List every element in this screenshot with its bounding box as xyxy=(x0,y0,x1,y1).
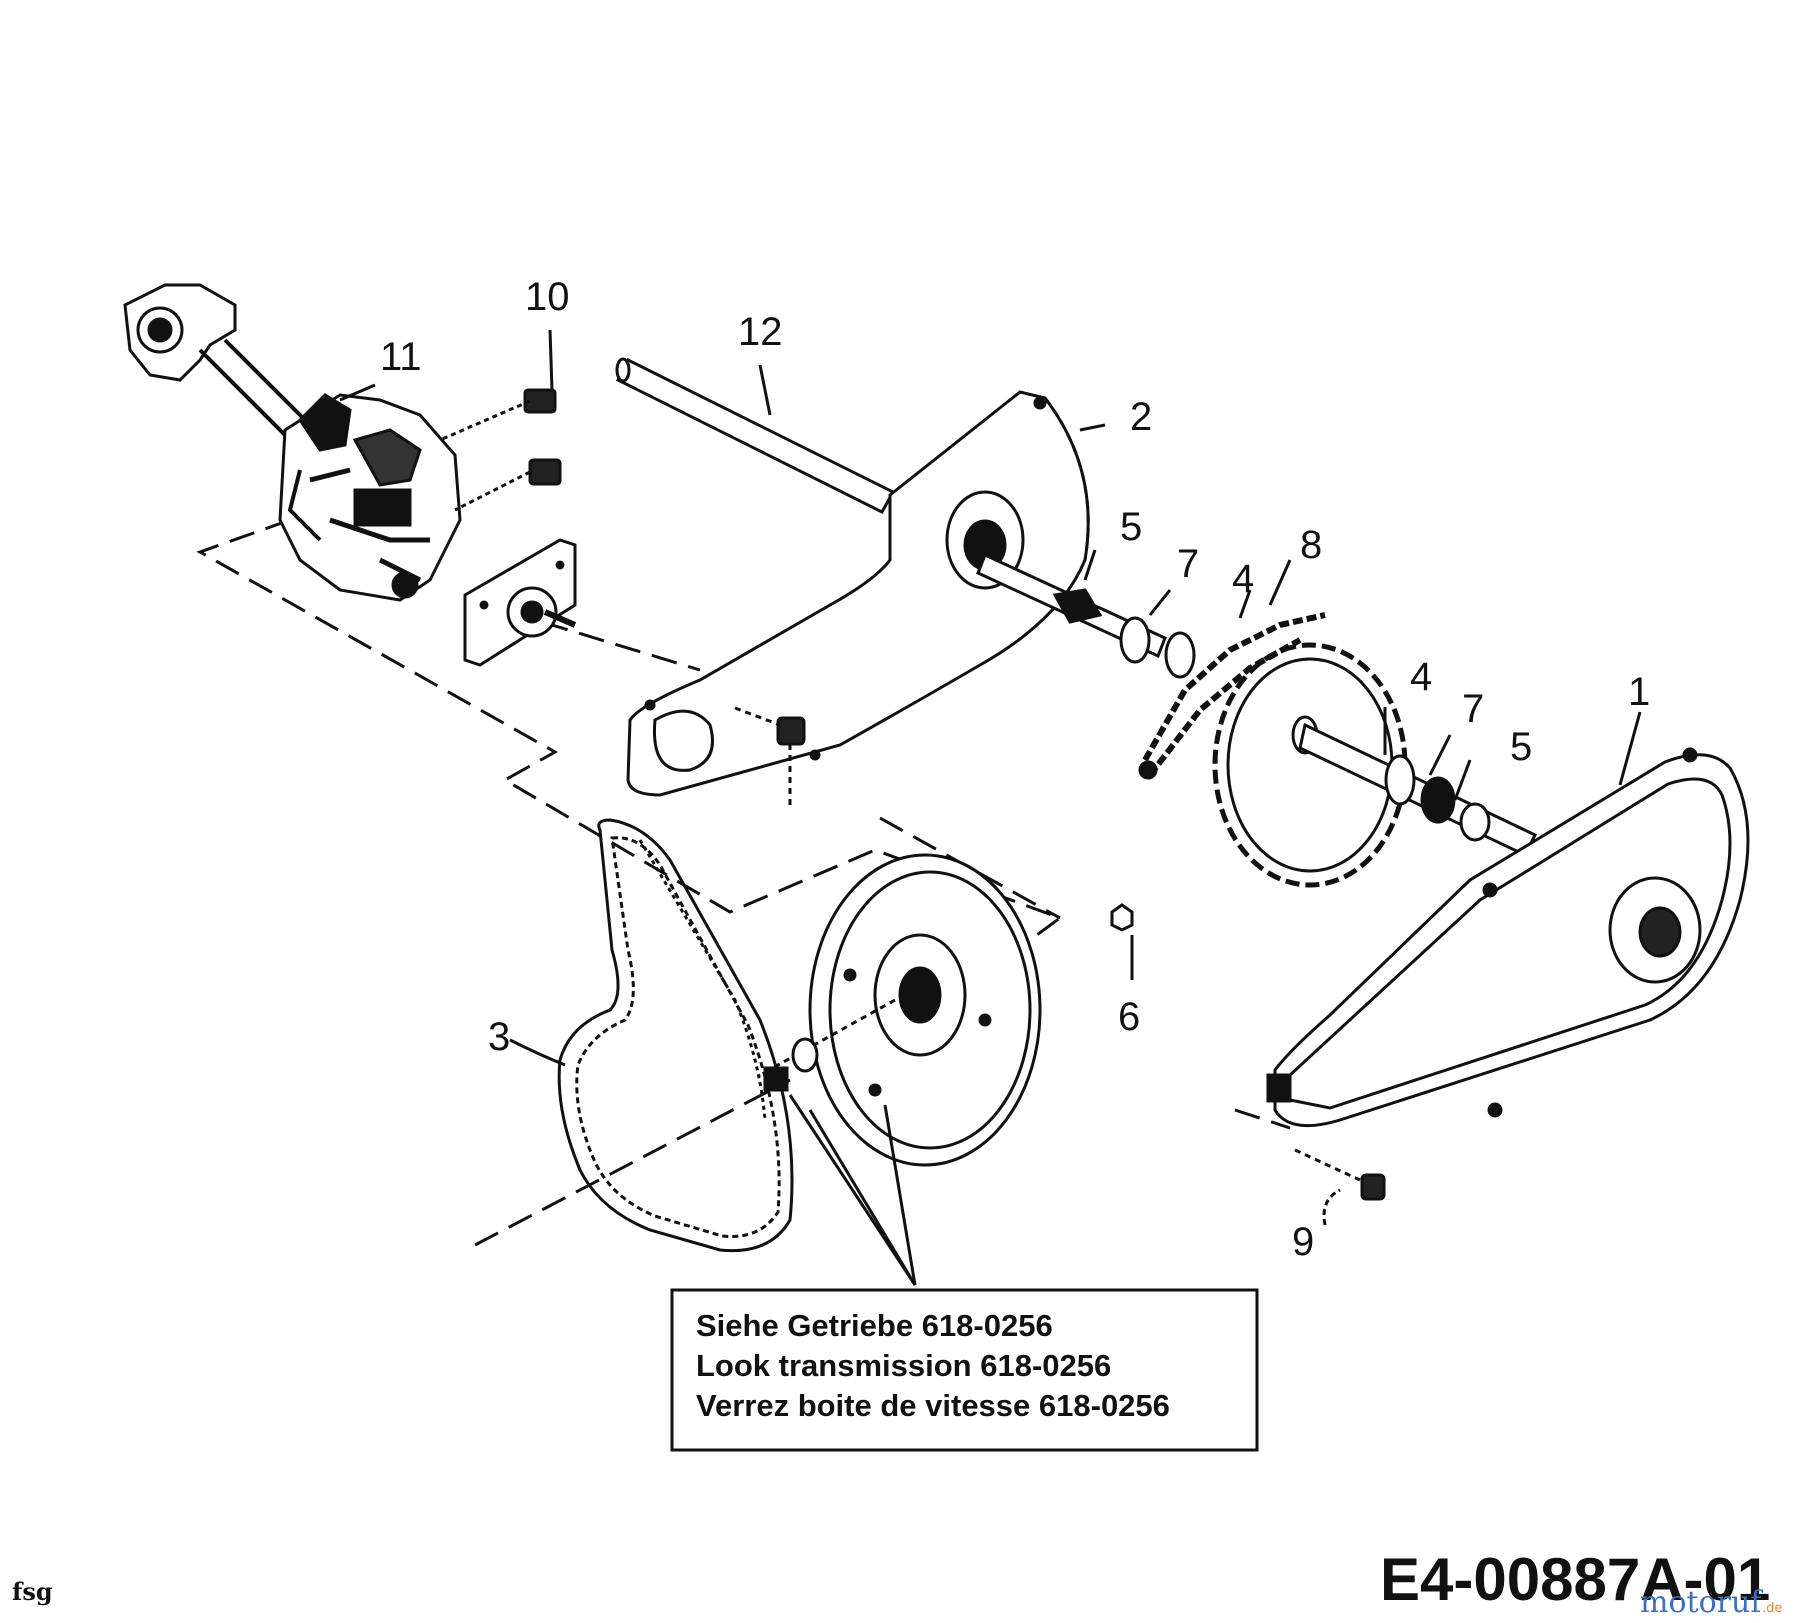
callout-12: 12 xyxy=(738,310,783,354)
callout-7-top: 7 xyxy=(1177,542,1199,586)
mounting-plate xyxy=(463,538,577,667)
watermark-text: motoruf xyxy=(1640,1585,1763,1620)
callout-9: 9 xyxy=(1292,1220,1314,1264)
callout-3: 3 xyxy=(488,1015,510,1059)
callout-5-bottom: 5 xyxy=(1510,725,1532,769)
watermark-suffix: .de xyxy=(1762,1601,1782,1616)
chain-cover-1 xyxy=(1266,747,1750,1128)
callout-6: 6 xyxy=(1118,995,1140,1039)
watermark-logo: motoruf .de xyxy=(1640,1585,1782,1620)
note-line-fr: Verrez boite de vitesse 618-0256 xyxy=(696,1388,1170,1423)
reference-code: E4-00887A-01 xyxy=(1380,1546,1770,1613)
v-belt-3 xyxy=(557,818,794,1253)
rod-12 xyxy=(615,357,896,514)
callout-4-bottom: 4 xyxy=(1410,655,1432,699)
transmission-housing xyxy=(123,283,462,602)
leader-lines xyxy=(339,329,1642,1286)
nut-6 xyxy=(1110,903,1134,932)
callout-2: 2 xyxy=(1130,395,1152,439)
nut-9-right xyxy=(1294,1148,1386,1201)
nut-9-left xyxy=(734,706,806,810)
callout-7-bottom: 7 xyxy=(1462,687,1484,731)
callout-5-top: 5 xyxy=(1120,505,1142,549)
callout-labels: 10 11 12 2 5 7 4 8 4 7 5 1 6 3 9 xyxy=(380,275,1650,1264)
note-line-de: Siehe Getriebe 618-0256 xyxy=(696,1308,1053,1343)
callout-1: 1 xyxy=(1628,670,1650,714)
callout-10: 10 xyxy=(525,275,570,319)
callout-8: 8 xyxy=(1300,523,1322,567)
callout-4-top: 4 xyxy=(1232,557,1254,601)
main-shaft xyxy=(976,552,1196,679)
callout-11: 11 xyxy=(380,335,422,379)
note-line-en: Look transmission 618-0256 xyxy=(696,1348,1111,1383)
fsg-mark: fsg xyxy=(12,1577,53,1606)
pulley xyxy=(759,853,1042,1167)
note-box: Siehe Getriebe 618-0256 Look transmissio… xyxy=(670,1288,1259,1452)
bolt-10 xyxy=(439,388,562,512)
